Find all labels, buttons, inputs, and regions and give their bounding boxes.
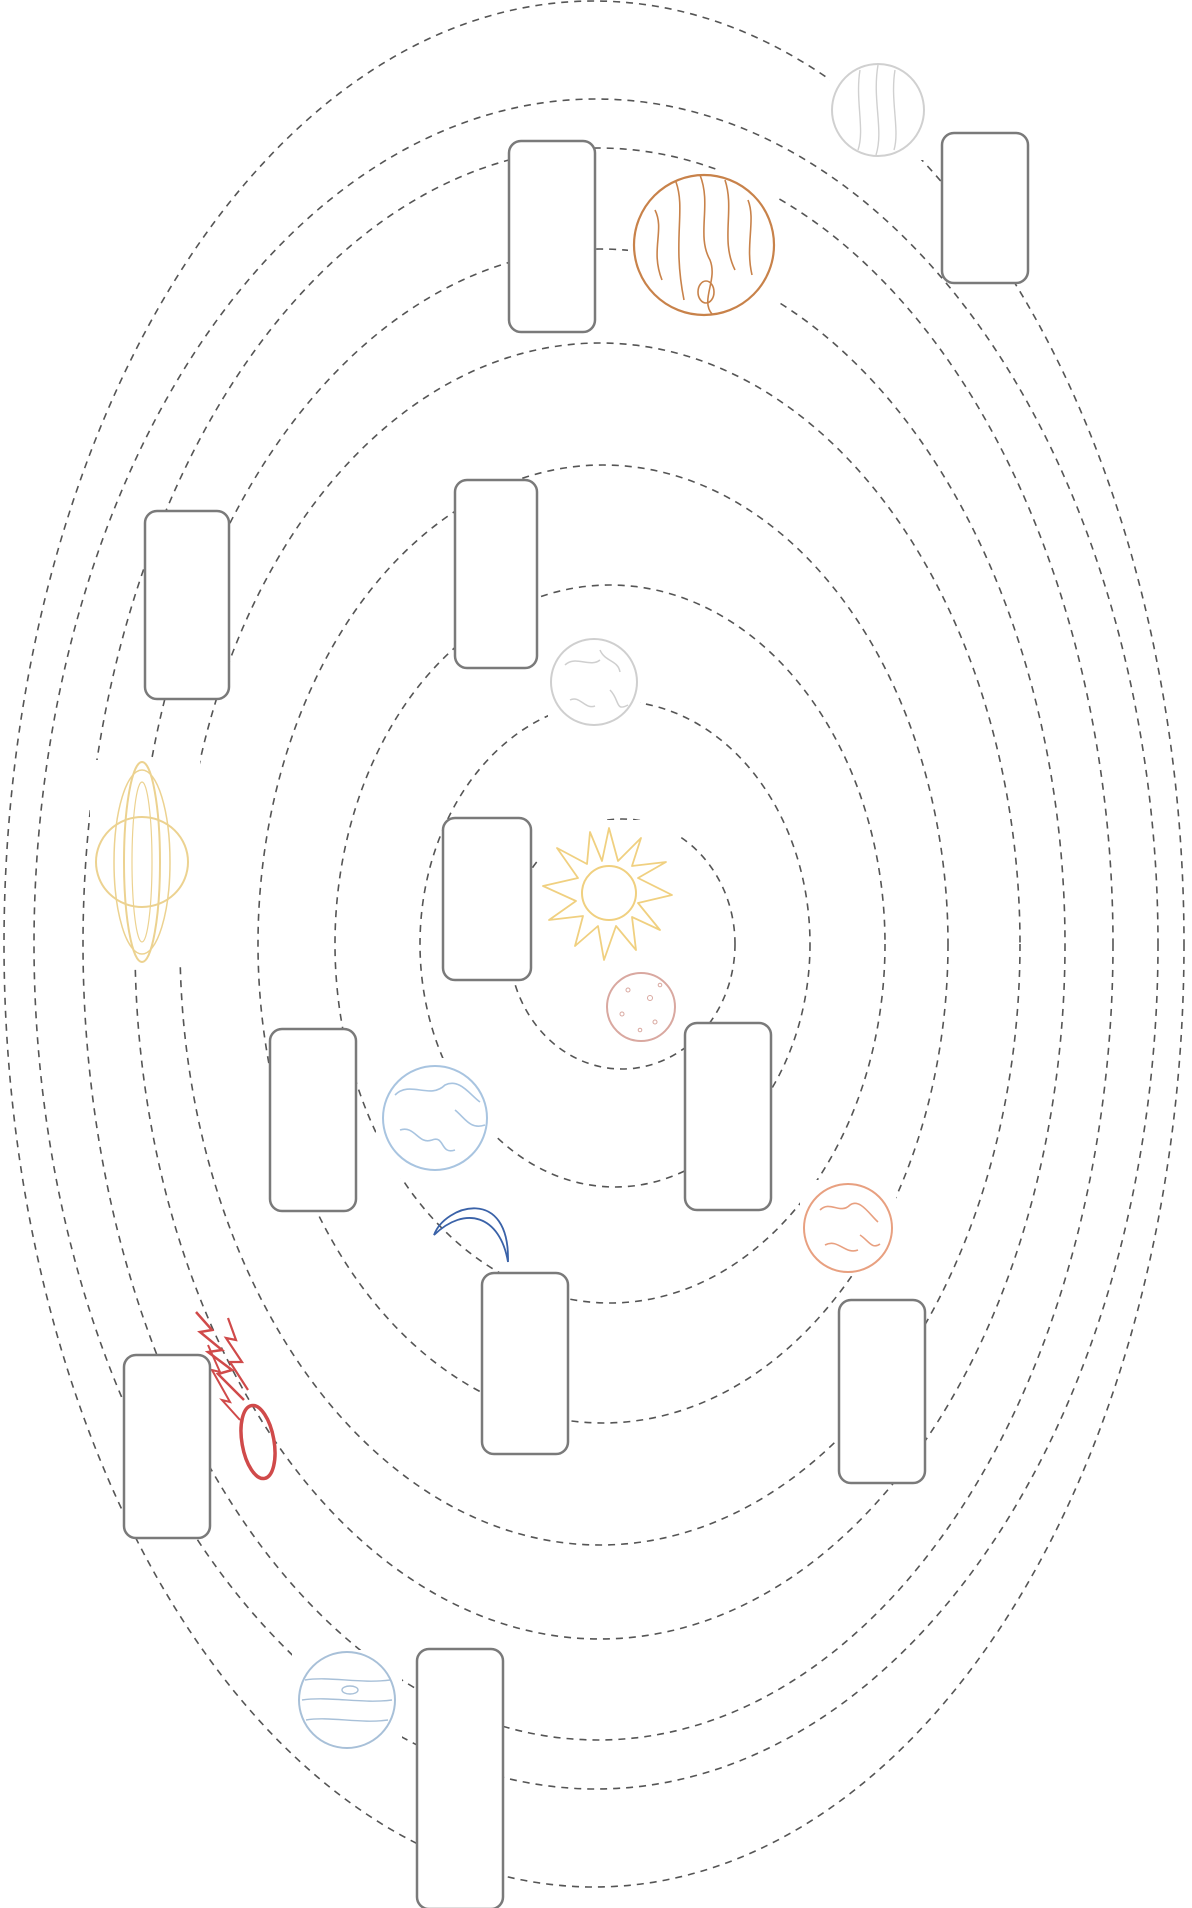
earth-icon [376,1058,494,1178]
label-box-3[interactable] [145,511,229,699]
label-box-4[interactable] [455,480,537,668]
sun-icon [540,820,680,960]
mercury-icon [600,970,680,1045]
uranus-icon [830,50,930,160]
mars-icon [800,1180,896,1276]
jupiter-icon [628,170,778,320]
neptune-icon [292,1650,402,1755]
saturn-icon [90,760,200,965]
label-box-10[interactable] [124,1355,210,1538]
label-boxes [124,133,1028,1908]
label-box-11[interactable] [417,1649,503,1908]
venus-icon [548,636,640,728]
label-box-5[interactable] [443,818,531,980]
label-box-8[interactable] [482,1273,568,1454]
label-box-7[interactable] [685,1023,771,1210]
label-box-2[interactable] [942,133,1028,283]
label-box-6[interactable] [270,1029,356,1211]
label-box-1[interactable] [509,141,595,332]
label-box-9[interactable] [839,1300,925,1483]
